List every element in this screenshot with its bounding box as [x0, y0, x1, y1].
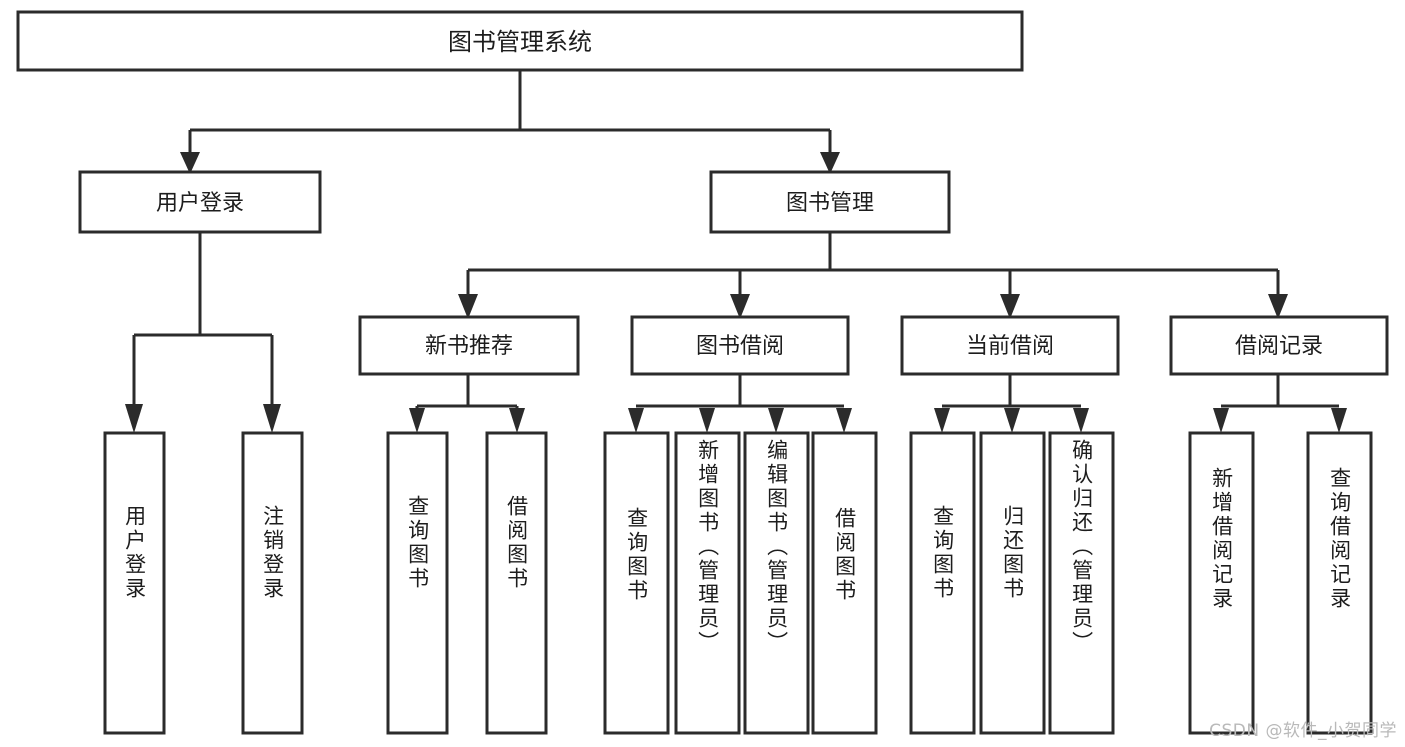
- arrow-leaf-confirm-return: [1073, 408, 1089, 433]
- node-root[interactable]: 图书管理系统: [16, 10, 1024, 72]
- leaf-logout-rect[interactable]: [241, 431, 304, 735]
- node-root-rect[interactable]: [16, 10, 1024, 72]
- leaf-add-record-rect[interactable]: [1188, 431, 1255, 735]
- node-book-borrow-rect[interactable]: [630, 315, 850, 376]
- arrow-leaf-add-record: [1213, 408, 1229, 433]
- node-book-management-label: 图书管理: [786, 191, 874, 216]
- node-borrow-record-rect[interactable]: [1169, 315, 1389, 376]
- arrow-borrow-record: [1268, 294, 1288, 319]
- arrow-leaf-query-book-2: [628, 408, 644, 433]
- node-new-book-recommend-label: 新书推荐: [425, 334, 513, 359]
- leaf-query-book-1-rect[interactable]: [386, 431, 449, 735]
- arrow-user-login: [180, 152, 200, 174]
- leaf-add-book-rect[interactable]: [674, 431, 741, 735]
- node-current-borrow-rect[interactable]: [900, 315, 1120, 376]
- leaf-query-book-2-rect[interactable]: [603, 431, 670, 735]
- arrow-leaf-add-book: [699, 408, 715, 433]
- node-user-login-label: 用户登录: [156, 191, 244, 216]
- arrow-book-borrow: [730, 294, 750, 319]
- node-borrow-record-label: 借阅记录: [1235, 334, 1323, 359]
- arrow-leaf-edit-book: [768, 408, 784, 433]
- leaf-query-record-rect[interactable]: [1306, 431, 1373, 735]
- arrow-current-borrow: [1000, 294, 1020, 319]
- node-new-book-recommend-rect[interactable]: [358, 315, 580, 376]
- arrow-book-management: [820, 152, 840, 174]
- connector-group-book-management-to-level3: [458, 232, 1288, 319]
- leaf-user-login-rect[interactable]: [103, 431, 166, 735]
- leaf-return-book-rect[interactable]: [979, 431, 1046, 735]
- leaf-query-book-3-rect[interactable]: [909, 431, 976, 735]
- node-borrow-record[interactable]: 借阅记录: [1169, 315, 1389, 376]
- arrow-leaf-borrow-book-1: [509, 408, 525, 433]
- node-current-borrow[interactable]: 当前借阅: [900, 315, 1120, 376]
- leaf-rect-group: [103, 431, 1373, 735]
- arrow-new-book-recommend: [458, 294, 478, 319]
- leaf-borrow-book-2-rect[interactable]: [811, 431, 878, 735]
- node-user-login-rect[interactable]: [78, 170, 322, 234]
- connector-group-book-borrow-to-leaves: [628, 374, 852, 433]
- connector-group-new-book-to-leaves: [409, 374, 525, 433]
- node-book-borrow-label: 图书借阅: [696, 334, 784, 359]
- arrow-leaf-query-book-3: [934, 408, 950, 433]
- arrow-leaf-return-book: [1004, 408, 1020, 433]
- leaf-edit-book-rect[interactable]: [743, 431, 810, 735]
- csdn-watermark: CSDN @软件_小贺同学: [1209, 721, 1397, 741]
- node-current-borrow-label: 当前借阅: [966, 334, 1054, 359]
- arrow-leaf-logout: [263, 404, 281, 433]
- leaf-confirm-return-rect[interactable]: [1048, 431, 1115, 735]
- arrow-leaf-borrow-book-2: [836, 408, 852, 433]
- arrow-leaf-query-book-1: [409, 408, 425, 433]
- connector-group-current-borrow-to-leaves: [934, 374, 1089, 433]
- arrow-leaf-query-record: [1331, 408, 1347, 433]
- node-root-label: 图书管理系统: [448, 28, 592, 56]
- node-user-login[interactable]: 用户登录: [78, 170, 322, 234]
- node-new-book-recommend[interactable]: 新书推荐: [358, 315, 580, 376]
- node-book-borrow[interactable]: 图书借阅: [630, 315, 850, 376]
- node-book-management-rect[interactable]: [709, 170, 951, 234]
- connector-group-borrow-record-to-leaves: [1213, 374, 1347, 433]
- node-book-management[interactable]: 图书管理: [709, 170, 951, 234]
- connector-group-root-to-level2: [180, 70, 840, 174]
- arrow-leaf-user-login: [125, 404, 143, 433]
- leaf-borrow-book-1-rect[interactable]: [485, 431, 548, 735]
- connector-group-user-login-to-leaves: [125, 232, 281, 433]
